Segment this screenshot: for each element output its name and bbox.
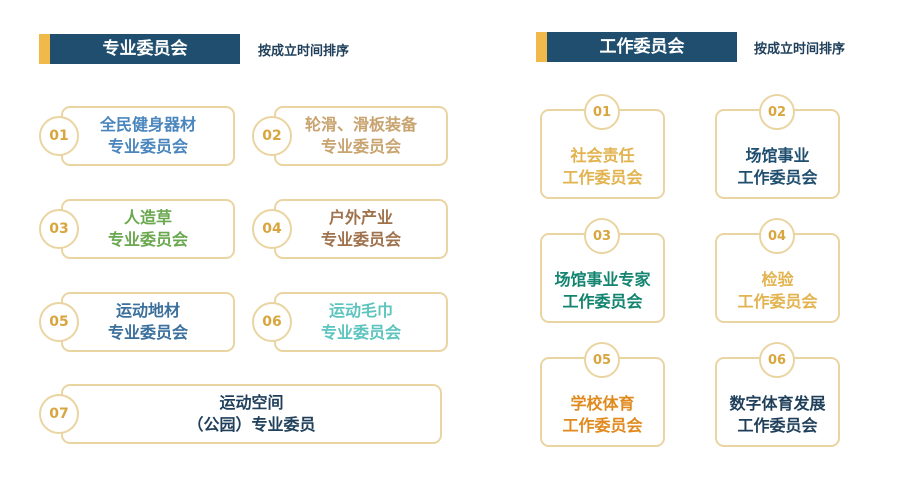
committee-item[interactable]: 轮滑、滑板装备 专业委员会 (274, 106, 448, 166)
header-accent-bar (536, 32, 547, 62)
right-section-title: 工作委员会 (547, 32, 737, 62)
number-badge: 03 (39, 209, 79, 249)
committee-item[interactable]: 运动地材 专业委员会 (61, 292, 235, 352)
number-badge: 03 (584, 218, 620, 254)
left-section-header: 专业委员会 (39, 34, 240, 64)
committee-label: 运动地材 专业委员会 (107, 301, 188, 342)
number-badge: 07 (39, 394, 79, 434)
committee-label: 场馆事业 工作委员会 (737, 146, 818, 187)
number-badge: 04 (759, 218, 795, 254)
committee-label: 户外产业 专业委员会 (320, 208, 401, 249)
committee-item[interactable]: 运动毛巾 专业委员会 (274, 292, 448, 352)
committee-label: 检验 工作委员会 (737, 270, 818, 311)
left-section-title: 专业委员会 (50, 34, 240, 64)
committee-item[interactable]: 人造草 专业委员会 (61, 199, 235, 259)
committee-label: 运动空间 （公园）专业委员 (187, 393, 316, 434)
number-badge: 02 (252, 116, 292, 156)
committee-label: 场馆事业专家 工作委员会 (554, 270, 651, 311)
committee-label: 运动毛巾 专业委员会 (320, 301, 401, 342)
number-badge: 01 (39, 116, 79, 156)
number-badge: 06 (759, 342, 795, 378)
committee-label: 学校体育 工作委员会 (562, 394, 643, 435)
right-section-note: 按成立时间排序 (754, 42, 846, 57)
left-section-note: 按成立时间排序 (258, 44, 350, 59)
committee-item[interactable]: 运动空间 （公园）专业委员 (61, 384, 442, 444)
number-badge: 02 (759, 94, 795, 130)
committee-label: 社会责任 工作委员会 (562, 146, 643, 187)
committee-item[interactable]: 全民健身器材 专业委员会 (61, 106, 235, 166)
number-badge: 04 (252, 209, 292, 249)
committee-label: 轮滑、滑板装备 专业委员会 (304, 115, 417, 156)
committee-label: 全民健身器材 专业委员会 (99, 115, 196, 156)
committee-item[interactable]: 户外产业 专业委员会 (274, 199, 448, 259)
number-badge: 05 (584, 342, 620, 378)
number-badge: 06 (252, 302, 292, 342)
number-badge: 01 (584, 94, 620, 130)
header-accent-bar (39, 34, 50, 64)
committee-label: 数字体育发展 工作委员会 (729, 394, 826, 435)
committee-label: 人造草 专业委员会 (107, 208, 188, 249)
right-section-header: 工作委员会 (536, 32, 737, 62)
number-badge: 05 (39, 302, 79, 342)
